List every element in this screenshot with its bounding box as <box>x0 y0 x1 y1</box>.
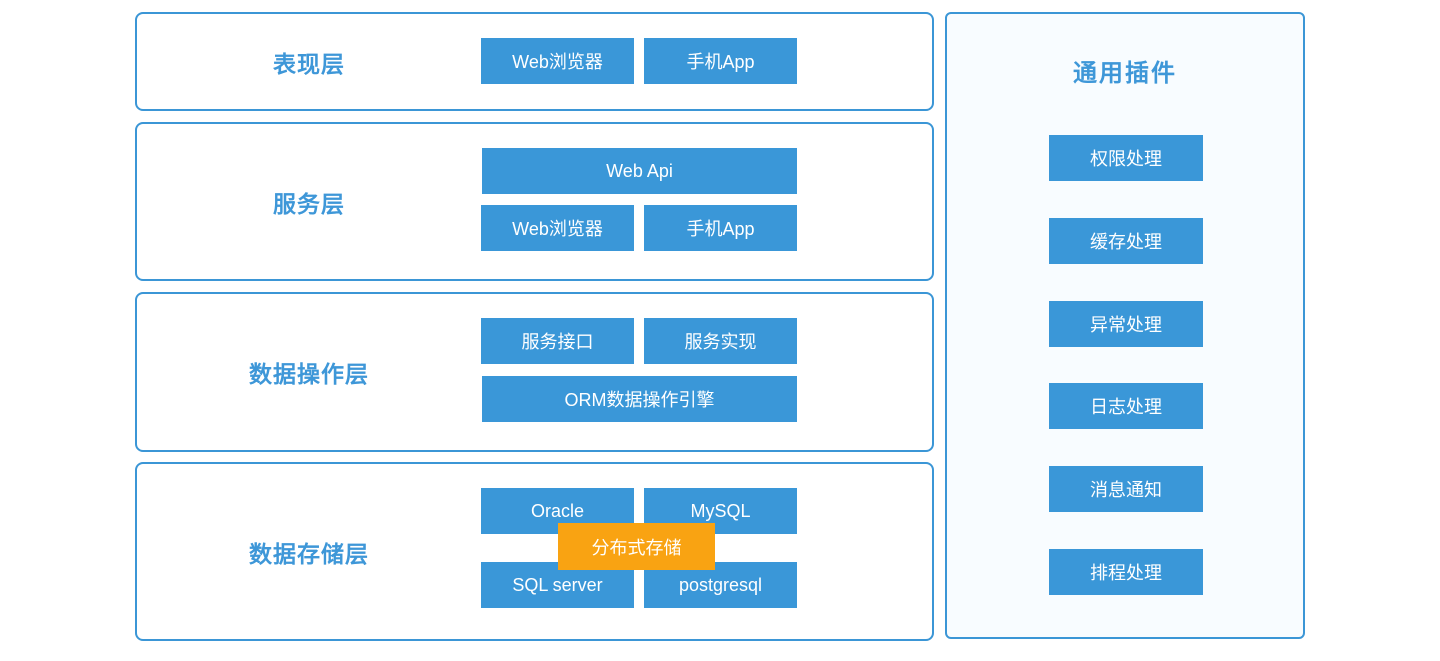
layer-box-data-storage: 数据存储层 Oracle MySQL SQL server postgresql… <box>135 462 934 641</box>
layer-box-service: 服务层 Web Api Web浏览器 手机App <box>135 122 934 281</box>
block-distributed-storage[interactable]: 分布式存储 <box>558 523 715 570</box>
plugin-panel-title: 通用插件 <box>1073 60 1177 87</box>
plugin-block-notification[interactable]: 消息通知 <box>1049 466 1203 512</box>
block-web-browser-service[interactable]: Web浏览器 <box>481 205 634 251</box>
plugin-panel: 通用插件 权限处理 缓存处理 异常处理 日志处理 消息通知 排程处理 <box>945 12 1305 639</box>
plugin-block-exception[interactable]: 异常处理 <box>1049 301 1203 347</box>
block-mobile-app[interactable]: 手机App <box>644 38 797 84</box>
block-service-interface[interactable]: 服务接口 <box>481 318 634 364</box>
layer-box-presentation: 表现层 Web浏览器 手机App <box>135 12 934 111</box>
block-sql-server[interactable]: SQL server <box>481 562 634 608</box>
block-oracle[interactable]: Oracle <box>481 488 634 534</box>
block-web-browser[interactable]: Web浏览器 <box>481 38 634 84</box>
plugin-block-permission[interactable]: 权限处理 <box>1049 135 1203 181</box>
block-service-implementation[interactable]: 服务实现 <box>644 318 797 364</box>
layer-label-data-operation: 数据操作层 <box>249 361 369 387</box>
plugin-block-cache[interactable]: 缓存处理 <box>1049 218 1203 264</box>
plugin-block-log[interactable]: 日志处理 <box>1049 383 1203 429</box>
plugin-block-schedule[interactable]: 排程处理 <box>1049 549 1203 595</box>
block-mobile-app-service[interactable]: 手机App <box>644 205 797 251</box>
block-web-api[interactable]: Web Api <box>482 148 797 194</box>
block-postgresql[interactable]: postgresql <box>644 562 797 608</box>
layer-label-service: 服务层 <box>273 190 345 217</box>
block-orm-engine[interactable]: ORM数据操作引擎 <box>482 376 797 422</box>
layer-label-data-storage: 数据存储层 <box>249 540 369 567</box>
layer-label-presentation: 表现层 <box>273 50 345 77</box>
layer-box-data-operation: 数据操作层 服务接口 服务实现 ORM数据操作引擎 <box>135 292 934 452</box>
